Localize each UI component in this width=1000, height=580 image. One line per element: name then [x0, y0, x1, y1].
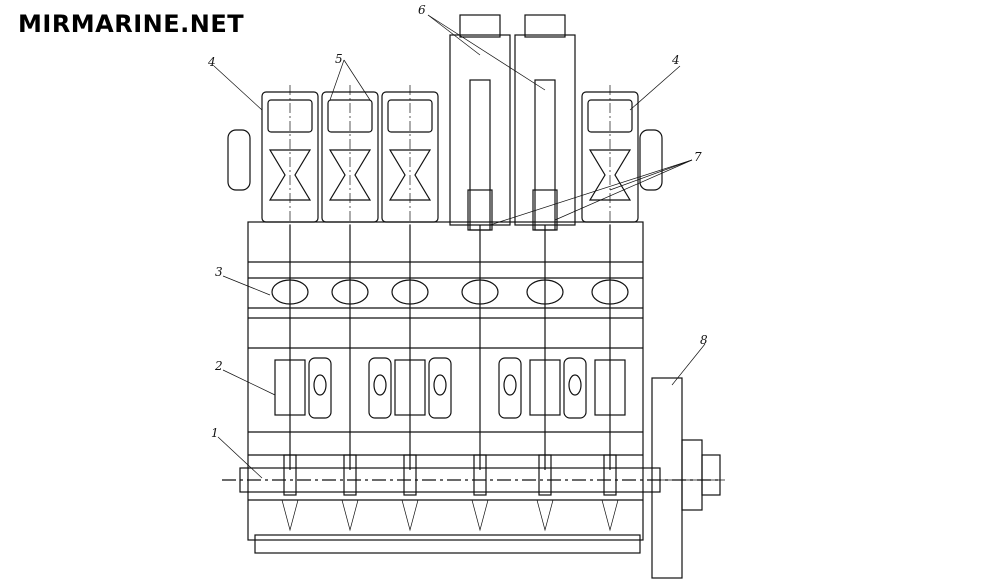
callout-5: 5 [335, 52, 343, 66]
plunger [469, 79, 491, 231]
crank-web [603, 454, 617, 496]
oval-port [373, 374, 387, 396]
valve-cage [388, 149, 432, 201]
oval-window [368, 357, 392, 419]
oval-window [308, 357, 332, 419]
valve-cage [268, 149, 312, 201]
crank-web [283, 454, 297, 496]
oval-port [568, 374, 582, 396]
callout-7: 7 [694, 150, 702, 164]
oval-port [313, 374, 327, 396]
sump-rib [281, 499, 299, 532]
watermark-logo: MIRMARINE.NET [18, 10, 245, 38]
valve-cage [328, 149, 372, 201]
sump-rib [401, 499, 419, 532]
spring [467, 189, 493, 231]
crank-web [538, 454, 552, 496]
crosshead-block [594, 359, 626, 416]
oval-window [428, 357, 452, 419]
valve-cage [588, 149, 632, 201]
callout-4-right: 4 [671, 53, 680, 67]
oval-port [503, 374, 517, 396]
callout-3: 3 [215, 265, 223, 279]
pump-head [524, 14, 566, 38]
callout-6: 6 [418, 3, 426, 17]
sump-rib [341, 499, 359, 532]
crank-web [403, 454, 417, 496]
flywheel [651, 377, 725, 579]
crank-web [473, 454, 487, 496]
cylinders [261, 14, 639, 532]
pump-head [459, 14, 501, 38]
oval-window [498, 357, 522, 419]
callout-8: 8 [700, 333, 708, 347]
injector-pump-housing [514, 34, 576, 226]
callout-4-left: 4 [207, 55, 216, 69]
injector-pump-housing [449, 34, 511, 226]
crank-web [343, 454, 357, 496]
engine-block [222, 129, 720, 554]
callout-1: 1 [211, 426, 219, 440]
sump-rib [601, 499, 619, 532]
callout-2: 2 [214, 359, 223, 373]
crosshead-block [274, 359, 306, 416]
sump-rib [471, 499, 489, 532]
leader-lines [213, 14, 706, 479]
crosshead-block [394, 359, 426, 416]
crosshead-block [529, 359, 561, 416]
sump-rib [536, 499, 554, 532]
oval-window [563, 357, 587, 419]
oval-port [433, 374, 447, 396]
